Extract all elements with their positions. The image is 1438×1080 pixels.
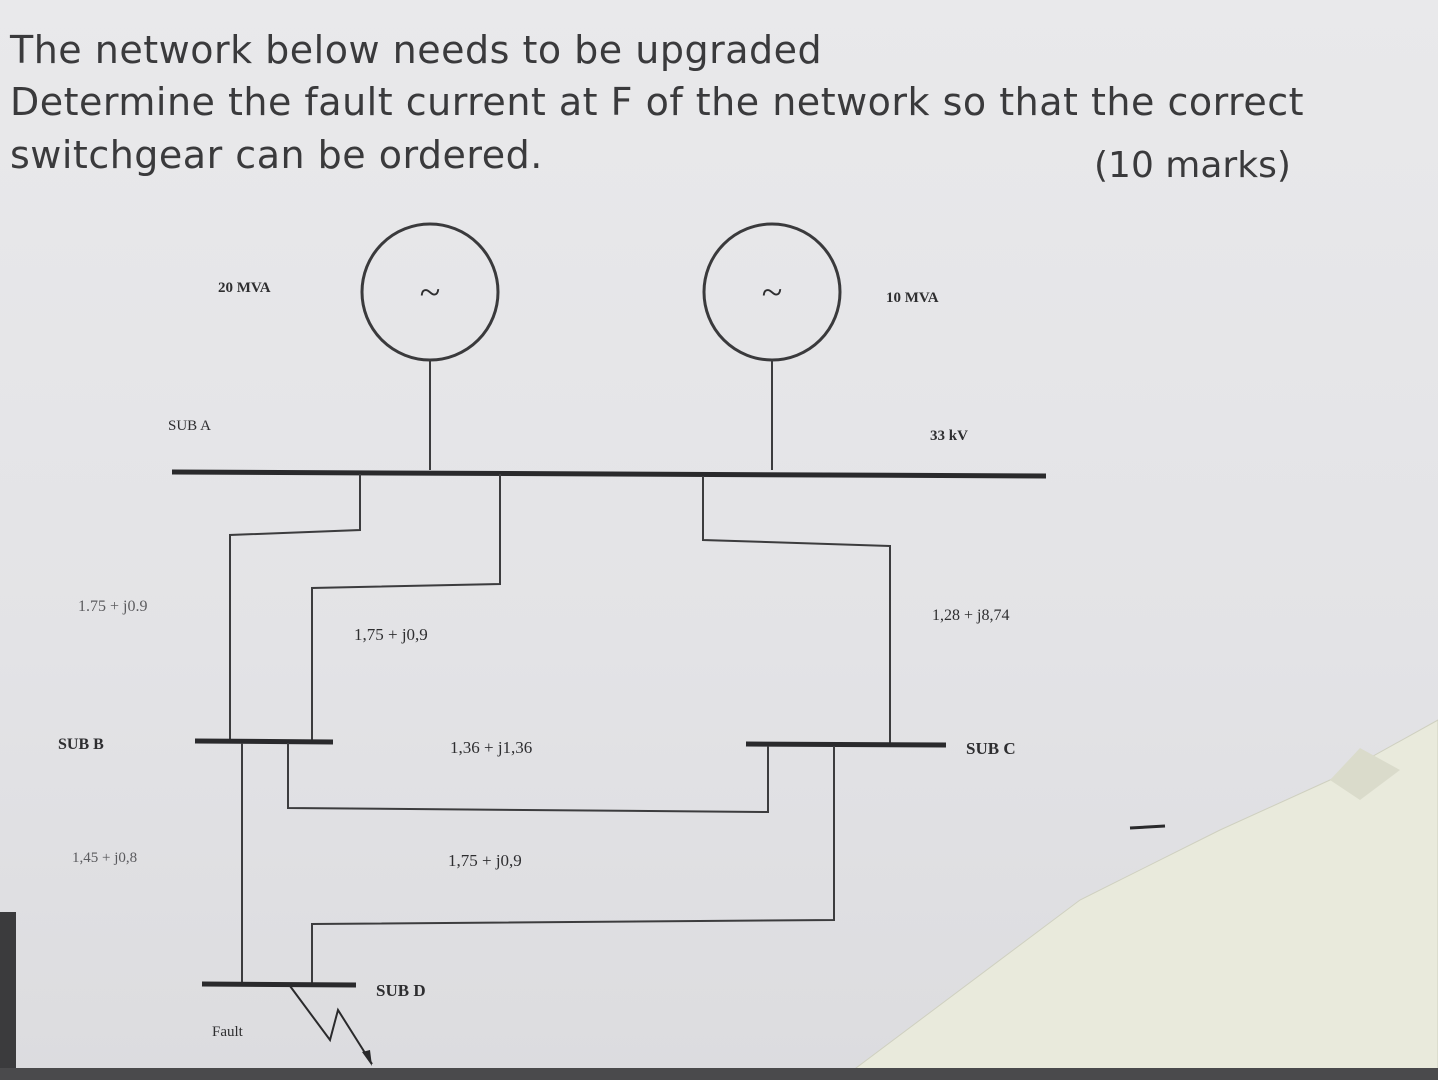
line-c-d xyxy=(311,746,835,984)
line-b-c xyxy=(287,743,769,814)
torn-paper-flap xyxy=(1330,748,1400,800)
line-a-b-right xyxy=(311,474,501,742)
question-line-2: Determine the fault current at F of the … xyxy=(10,80,1304,124)
impedance-a-b-left: 1.75 + j0.9 xyxy=(78,598,147,615)
line-a-c xyxy=(702,476,891,744)
bus-sub-d xyxy=(201,981,357,988)
generator-2-symbol: ~ xyxy=(762,272,783,314)
tear-mark xyxy=(1129,824,1166,830)
question-line-3: switchgear can be ordered. xyxy=(10,133,543,177)
impedance-a-c: 1,28 + j8,74 xyxy=(932,607,1009,624)
sub-c-label: SUB C xyxy=(966,739,1016,758)
impedance-c-d: 1,75 + j0,9 xyxy=(448,851,522,870)
marks-label: (10 marks) xyxy=(1094,145,1291,186)
line-a-b-left xyxy=(229,474,361,742)
impedance-b-d: 1,45 + j0,8 xyxy=(72,850,137,866)
impedance-b-c: 1,36 + j1,36 xyxy=(450,738,532,757)
fault-arrowhead-icon xyxy=(362,1050,372,1066)
photo-bottom-edge xyxy=(0,1068,1438,1080)
sub-d-label: SUB D xyxy=(376,981,426,1000)
voltage-label: 33 kV xyxy=(930,428,968,444)
sub-b-label: SUB B xyxy=(58,736,104,753)
bus-sub-c xyxy=(745,741,947,748)
question-line-1: The network below needs to be upgraded xyxy=(10,28,823,72)
photo-left-edge xyxy=(0,912,16,1080)
generator-2-rating: 10 MVA xyxy=(886,290,939,306)
bus-sub-b xyxy=(194,738,334,745)
fault-arrow-icon xyxy=(289,985,373,1065)
fault-label: Fault xyxy=(212,1024,244,1040)
generator-1-symbol: ~ xyxy=(420,272,441,314)
generator-1-rating: 20 MVA xyxy=(218,280,271,296)
impedance-a-b-right: 1,75 + j0,9 xyxy=(354,625,428,644)
bus-sub-a xyxy=(171,469,1047,479)
sub-a-label: SUB A xyxy=(168,418,211,434)
